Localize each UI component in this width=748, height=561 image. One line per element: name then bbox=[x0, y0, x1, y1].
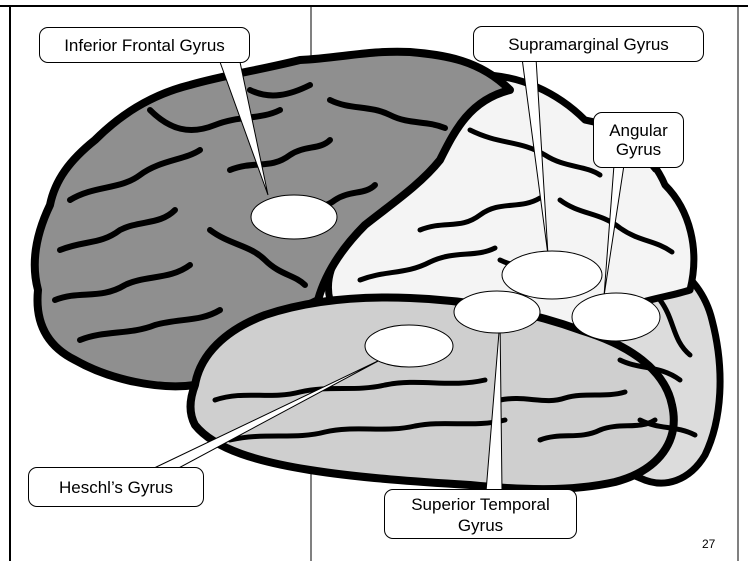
inferior-frontal-marker bbox=[251, 195, 337, 239]
inferior-frontal-gyrus-label: Inferior Frontal Gyrus bbox=[39, 27, 250, 63]
supramarginal-gyrus-text: Supramarginal Gyrus bbox=[474, 35, 703, 54]
heschls-gyrus-text: Heschl’s Gyrus bbox=[29, 478, 203, 497]
superior-temporal-gyrus-label: Superior Temporal Gyrus bbox=[384, 489, 577, 539]
angular-marker bbox=[572, 293, 660, 341]
supramarginal-gyrus-label: Supramarginal Gyrus bbox=[473, 26, 704, 62]
angular-gyrus-text-line2: Gyrus bbox=[594, 140, 683, 159]
slide-page-number: 27 bbox=[702, 537, 715, 551]
angular-gyrus-text-line1: Angular bbox=[594, 121, 683, 140]
inferior-frontal-gyrus-text: Inferior Frontal Gyrus bbox=[40, 36, 249, 55]
angular-gyrus-label: Angular Gyrus bbox=[593, 112, 684, 168]
superior-temporal-gyrus-text-line1: Superior Temporal bbox=[385, 494, 576, 515]
supramarginal-marker bbox=[502, 251, 602, 299]
heschls-gyrus-label: Heschl’s Gyrus bbox=[28, 467, 204, 507]
heschl-marker bbox=[365, 325, 453, 367]
superior-temporal-marker bbox=[454, 291, 540, 333]
superior-temporal-gyrus-text-line2: Gyrus bbox=[385, 515, 576, 536]
